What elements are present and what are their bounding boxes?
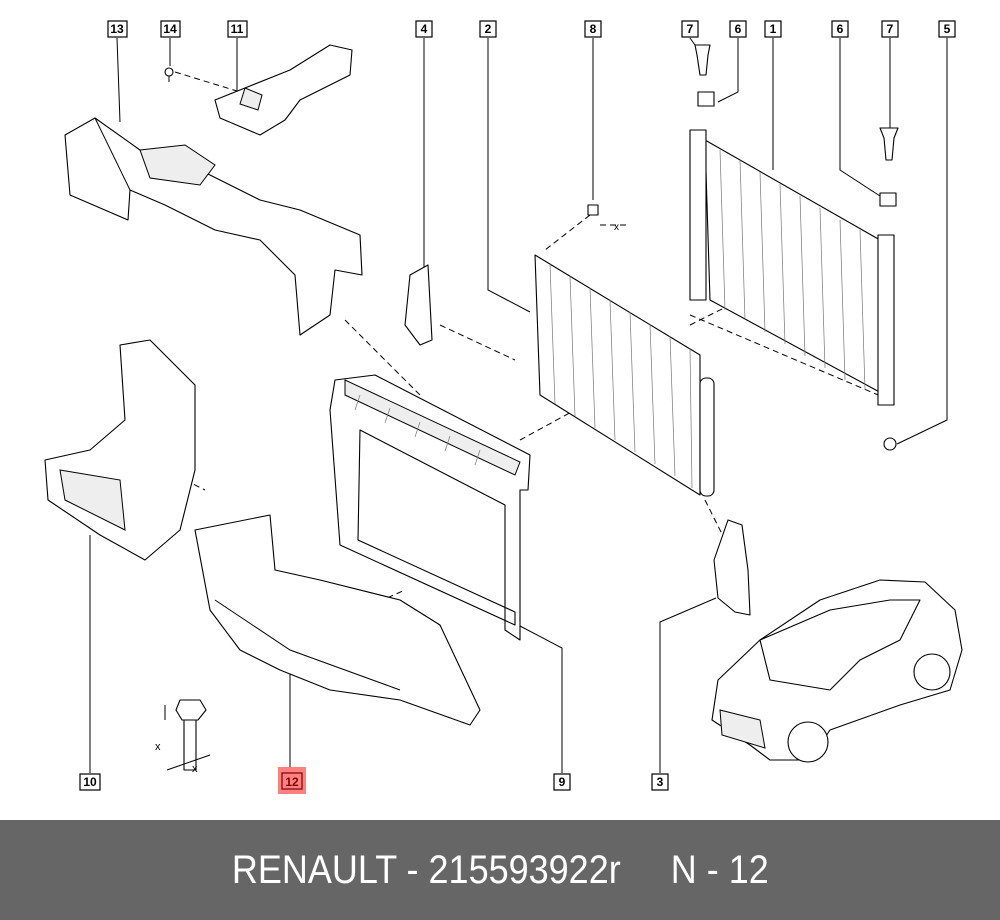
svg-text:1: 1: [770, 22, 777, 36]
label-6[interactable]: 6: [729, 20, 747, 38]
air-deflector-lower-12[interactable]: [194, 514, 481, 726]
svg-text:2: 2: [485, 22, 492, 36]
label-9[interactable]: 9: [553, 773, 571, 791]
condenser-2: [534, 254, 715, 497]
svg-text:7: 7: [887, 22, 894, 36]
svg-text:10: 10: [83, 775, 97, 789]
bracket-3: [713, 519, 751, 616]
svg-text:9: 9: [559, 775, 566, 789]
radiator-1: [689, 129, 895, 406]
label-8[interactable]: 8: [584, 20, 602, 38]
label-13[interactable]: 13: [107, 20, 128, 38]
bolt-fastener: x x: [155, 699, 211, 775]
label-10[interactable]: 10: [79, 773, 101, 791]
radiator-frame-9: [329, 374, 531, 641]
car-illustration: [711, 579, 963, 763]
label-11[interactable]: 11: [227, 20, 248, 38]
leader-lines: [89, 37, 948, 773]
parts-diagram: x x x 13 14 11: [44, 20, 963, 794]
assembly-lines: [174, 71, 891, 611]
svg-text:3: 3: [657, 775, 664, 789]
screw-14: [164, 67, 174, 82]
axis-mark-x: x: [614, 222, 619, 233]
label-4[interactable]: 4: [415, 20, 433, 38]
clips: [694, 44, 899, 451]
label-2[interactable]: 2: [479, 20, 497, 38]
svg-text:7: 7: [687, 22, 694, 36]
bracket-4: [404, 264, 433, 346]
bolt-8: x: [587, 204, 619, 233]
air-deflector-10: [44, 339, 196, 561]
part-number-caption: RENAULT - 215593922r N - 12: [231, 847, 769, 892]
label-5[interactable]: 5: [938, 20, 956, 38]
label-3[interactable]: 3: [651, 773, 669, 791]
footer-bar: RENAULT - 215593922r N - 12: [0, 820, 1000, 920]
label-6-b[interactable]: 6: [831, 20, 849, 38]
label-14[interactable]: 14: [160, 20, 181, 38]
svg-text:14: 14: [163, 22, 177, 36]
svg-text:6: 6: [837, 22, 844, 36]
svg-text:5: 5: [944, 22, 951, 36]
svg-text:11: 11: [231, 22, 244, 36]
label-7-b[interactable]: 7: [881, 20, 899, 38]
axis-mark-x: x: [155, 741, 161, 753]
svg-text:6: 6: [735, 22, 742, 36]
svg-text:12: 12: [285, 775, 299, 789]
air-duct-11: [214, 44, 353, 136]
part-labels: 13 14 11 4 2 8 7 6 1 6 7 5 10 12 9 3: [79, 20, 956, 794]
svg-text:8: 8: [590, 22, 597, 36]
axis-mark-x: x: [192, 763, 198, 775]
air-deflector-upper: [64, 117, 363, 336]
label-1[interactable]: 1: [764, 20, 782, 38]
svg-text:13: 13: [110, 22, 124, 36]
svg-text:4: 4: [421, 22, 428, 36]
label-7[interactable]: 7: [681, 20, 699, 38]
label-12-highlighted[interactable]: 12: [278, 767, 306, 794]
